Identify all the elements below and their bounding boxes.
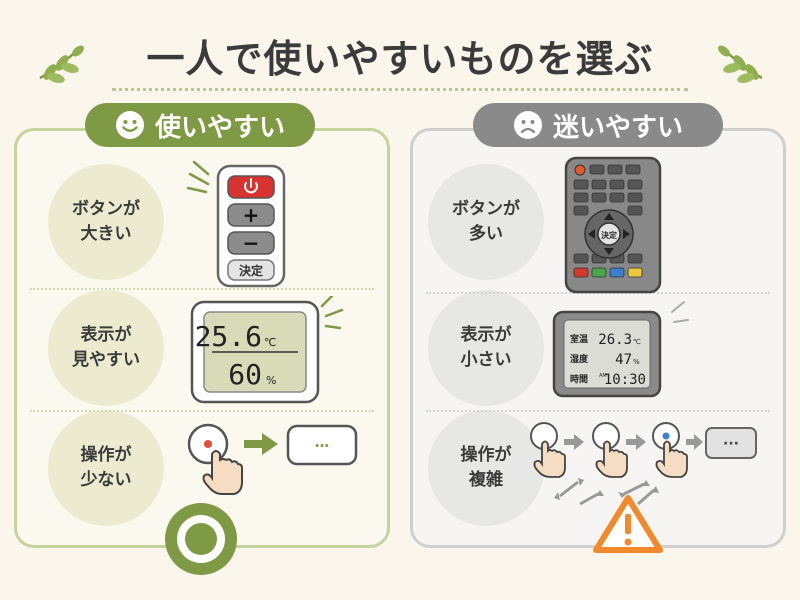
ok-button[interactable] xyxy=(227,259,275,281)
emphasis-lines-icon xyxy=(671,301,689,323)
leaf-left-icon xyxy=(39,45,84,83)
simple-operation: ⸱⸱⸱ xyxy=(187,423,358,495)
emphasis-lines-icon xyxy=(320,296,344,330)
bad-row-divider-2 xyxy=(426,410,770,412)
simple-remote: + − 決定 xyxy=(186,160,286,288)
good-row-divider-1 xyxy=(30,288,374,290)
bad-heading-pill: 迷いやすい xyxy=(473,103,723,147)
sad-face-icon xyxy=(513,111,542,139)
small-row2-label: 湿度 xyxy=(570,353,589,365)
plus-button[interactable] xyxy=(227,203,275,227)
bad-row-1-badge: ボタンが 多い xyxy=(428,164,544,280)
good-heading-pill: 使いやすい xyxy=(85,103,315,147)
arrow-right-icon xyxy=(564,434,584,450)
emphasis-lines-icon xyxy=(186,160,210,194)
good-check-ring-icon xyxy=(165,503,237,575)
small-row3-prefix: AM xyxy=(599,373,607,379)
complex-remote: 決定 xyxy=(564,156,662,294)
page-title: 一人で使いやすいものを選ぶ xyxy=(146,37,654,81)
good-row-2-line2: 見やすい xyxy=(72,350,140,370)
dpad-arrows-icon xyxy=(588,213,630,255)
good-row-2-badge: 表示が 見やすい xyxy=(48,290,164,406)
arrow-right-icon xyxy=(244,433,278,455)
arrow-right-icon xyxy=(626,434,646,450)
good-row-divider-2 xyxy=(30,410,374,412)
small-display: 室温 26.3 ℃ 湿度 47 % 時間 AM 10:30 xyxy=(552,301,689,398)
good-heading: 使いやすい xyxy=(154,112,285,143)
color-buttons[interactable] xyxy=(573,267,643,278)
good-row-3-line2: 少ない xyxy=(80,470,132,490)
bad-row-3-line2: 複雑 xyxy=(469,470,503,490)
small-row3-value: 10:30 xyxy=(604,372,646,388)
good-row-1-badge: ボタンが 大きい xyxy=(48,164,164,280)
complex-ok-label: 決定 xyxy=(601,230,617,240)
result-ellipsis: ⸱⸱⸱ xyxy=(315,436,329,457)
good-row-2-line1: 表示が xyxy=(80,325,132,345)
good-row-1-line2: 大きい xyxy=(80,224,132,244)
result-screen xyxy=(705,427,757,459)
bad-row-3-badge: 操作が 複雑 xyxy=(428,410,544,526)
large-hum-value: 60 xyxy=(228,358,262,391)
small-row1-unit: ℃ xyxy=(633,338,641,346)
complex-result-ellipsis: ··· xyxy=(723,436,739,452)
minus-button[interactable] xyxy=(227,231,275,255)
good-row-3-badge: 操作が 少ない xyxy=(48,410,164,526)
complex-operation: ··· xyxy=(530,422,757,553)
leaf-right-icon xyxy=(718,45,763,83)
pointing-hand-icon xyxy=(202,450,243,495)
bad-row-3-line1: 操作が xyxy=(460,445,512,465)
large-temp-unit: ℃ xyxy=(264,336,276,349)
bad-row-2-line2: 小さい xyxy=(460,350,512,370)
warning-icon xyxy=(593,495,663,553)
bad-row-1-line2: 多い xyxy=(469,224,503,244)
plus-label: + xyxy=(243,203,260,227)
good-row-1-line1: ボタンが xyxy=(72,199,140,219)
good-row-3-line1: 操作が xyxy=(80,445,132,465)
number-buttons[interactable] xyxy=(573,164,643,264)
small-row2-unit: % xyxy=(633,358,640,366)
bad-row-2-badge: 表示が 小さい xyxy=(428,290,544,406)
smile-face-icon xyxy=(115,111,144,139)
minus-label: − xyxy=(243,231,260,255)
bad-heading: 迷いやすい xyxy=(552,112,683,143)
arrow-right-icon xyxy=(686,434,703,450)
ok-button[interactable] xyxy=(597,222,621,246)
large-hum-unit: % xyxy=(266,374,276,387)
small-row3-label: 時間 xyxy=(570,373,588,385)
result-screen xyxy=(286,424,358,466)
bad-row-1-line1: ボタンが xyxy=(452,199,520,219)
ok-label: 決定 xyxy=(239,263,263,278)
small-row1-label: 室温 xyxy=(570,333,588,345)
large-display: 25.6 ℃ 60 % xyxy=(190,296,344,404)
bad-row-2-line1: 表示が xyxy=(460,325,512,345)
large-temp-value: 25.6 xyxy=(195,320,262,353)
power-icon xyxy=(244,178,258,194)
title-divider xyxy=(112,88,688,91)
power-button[interactable] xyxy=(574,164,586,176)
small-row2-value: 47 xyxy=(615,352,632,368)
confusion-arrows-icon xyxy=(554,478,659,506)
small-row1-value: 26.3 xyxy=(598,332,632,348)
